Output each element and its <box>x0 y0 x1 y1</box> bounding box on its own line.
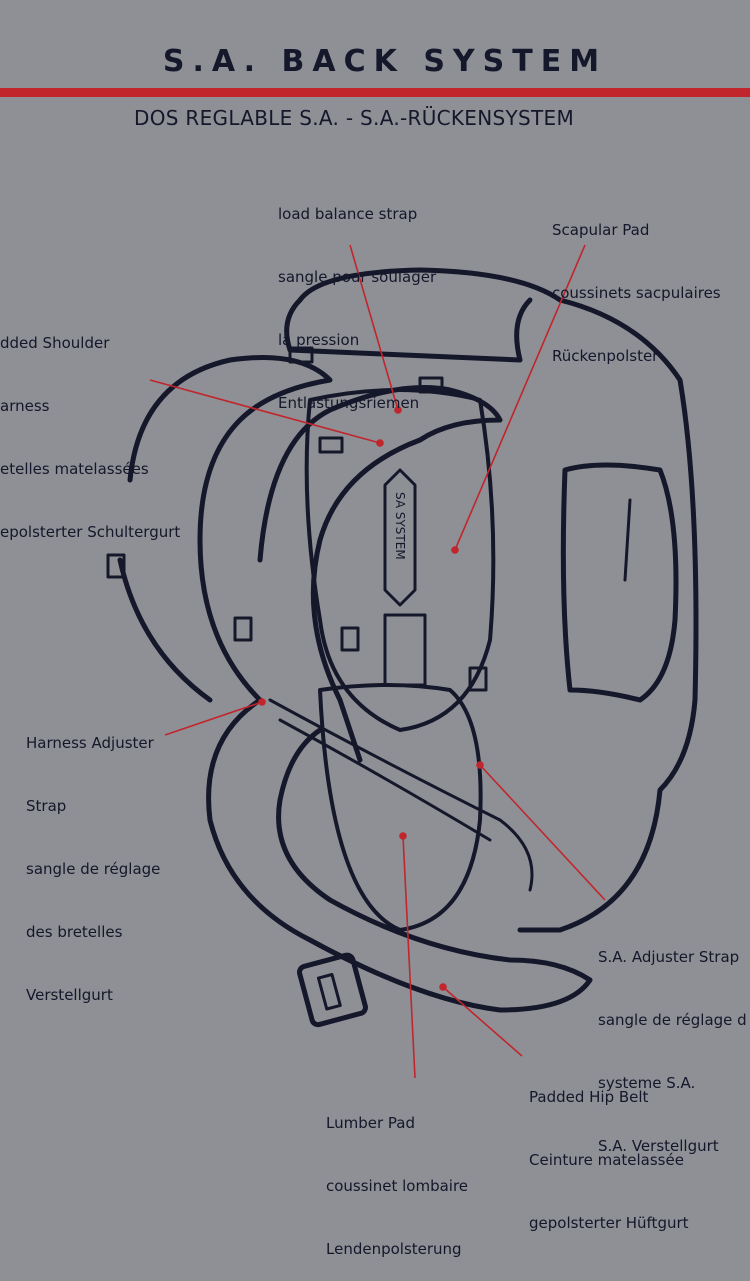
label-line: etelles matelassées <box>0 460 149 478</box>
label-line: systeme S.A. <box>598 1074 696 1092</box>
label-line: sangle pour soulager <box>278 268 437 286</box>
page-title: S.A. BACK SYSTEM <box>162 44 608 79</box>
label-line: Ceinture matelassée <box>529 1151 684 1169</box>
label-line: des bretelles <box>26 923 123 941</box>
label-line: S.A. Verstellgurt <box>598 1137 719 1155</box>
label-line: Strap <box>26 797 67 815</box>
red-divider <box>0 88 750 97</box>
label-line: load balance strap <box>278 205 418 223</box>
pack-lid <box>284 297 533 363</box>
label-line: Lendenpolsterung <box>326 1240 462 1258</box>
leader-scapular <box>454 244 586 551</box>
label-line: Harness Adjuster <box>26 734 154 752</box>
backpack-illustration: SA SYSTEM <box>106 244 699 1079</box>
left-shoulder-strap <box>127 355 333 703</box>
label-line: coussinets sacpulaires <box>552 284 721 302</box>
label-line: arness <box>0 397 50 415</box>
leader-shoulder <box>149 379 381 444</box>
label-harness-adjuster: Harness Adjuster Strap sangle de réglage… <box>26 691 160 1027</box>
label-line: Entlastungsriemen <box>278 394 420 412</box>
label-load-balance-strap: load balance strap sangle pour soulager … <box>278 162 436 435</box>
label-line: epolsterter Schultergurt <box>0 523 181 541</box>
leader-sa-adjuster <box>479 764 606 901</box>
label-scapular-pad: Scapular Pad coussinets sacpulaires Rück… <box>552 178 721 388</box>
label-line: S.A. Adjuster Strap <box>598 948 740 966</box>
label-line: sangle de réglage <box>26 860 161 878</box>
leader-lumber <box>402 835 416 1079</box>
right-shoulder-strap <box>257 385 503 763</box>
label-line: Lumber Pad <box>326 1114 415 1132</box>
label-hip-belt: Padded Hip Belt Ceinture matelassée gepo… <box>529 1045 689 1255</box>
hip-belt <box>206 697 593 1013</box>
pack-body <box>297 267 699 933</box>
label-line: Scapular Pad <box>552 221 650 239</box>
page-subtitle: DOS REGLABLE S.A. - S.A.-RÜCKENSYSTEM <box>134 106 575 130</box>
leader-hip-belt <box>442 986 523 1057</box>
leader-harness-adjuster <box>164 701 263 736</box>
leader-load-balance <box>349 244 399 411</box>
side-pocket <box>560 462 679 703</box>
label-line: gepolsterter Hüftgurt <box>529 1214 689 1232</box>
label-line: Verstellgurt <box>26 986 113 1004</box>
label-line: Padded Hip Belt <box>529 1088 649 1106</box>
label-shoulder-harness: dded Shoulder arness etelles matelassées… <box>0 291 180 564</box>
spine-text: SA SYSTEM <box>393 492 407 560</box>
label-line: la pression <box>278 331 360 349</box>
label-line: sangle de réglage d <box>598 1011 747 1029</box>
label-line: dded Shoulder <box>0 334 110 352</box>
spine-plate <box>383 468 417 607</box>
lumbar-pad <box>318 683 483 932</box>
hip-buckle <box>297 952 368 1028</box>
label-sa-adjuster: S.A. Adjuster Strap sangle de réglage d … <box>598 905 747 1178</box>
back-panel <box>304 388 496 732</box>
label-lumber-pad: Lumber Pad coussinet lombaire Lendenpols… <box>326 1071 468 1281</box>
label-line: coussinet lombaire <box>326 1177 469 1195</box>
label-line: Rückenpolster <box>552 347 659 365</box>
